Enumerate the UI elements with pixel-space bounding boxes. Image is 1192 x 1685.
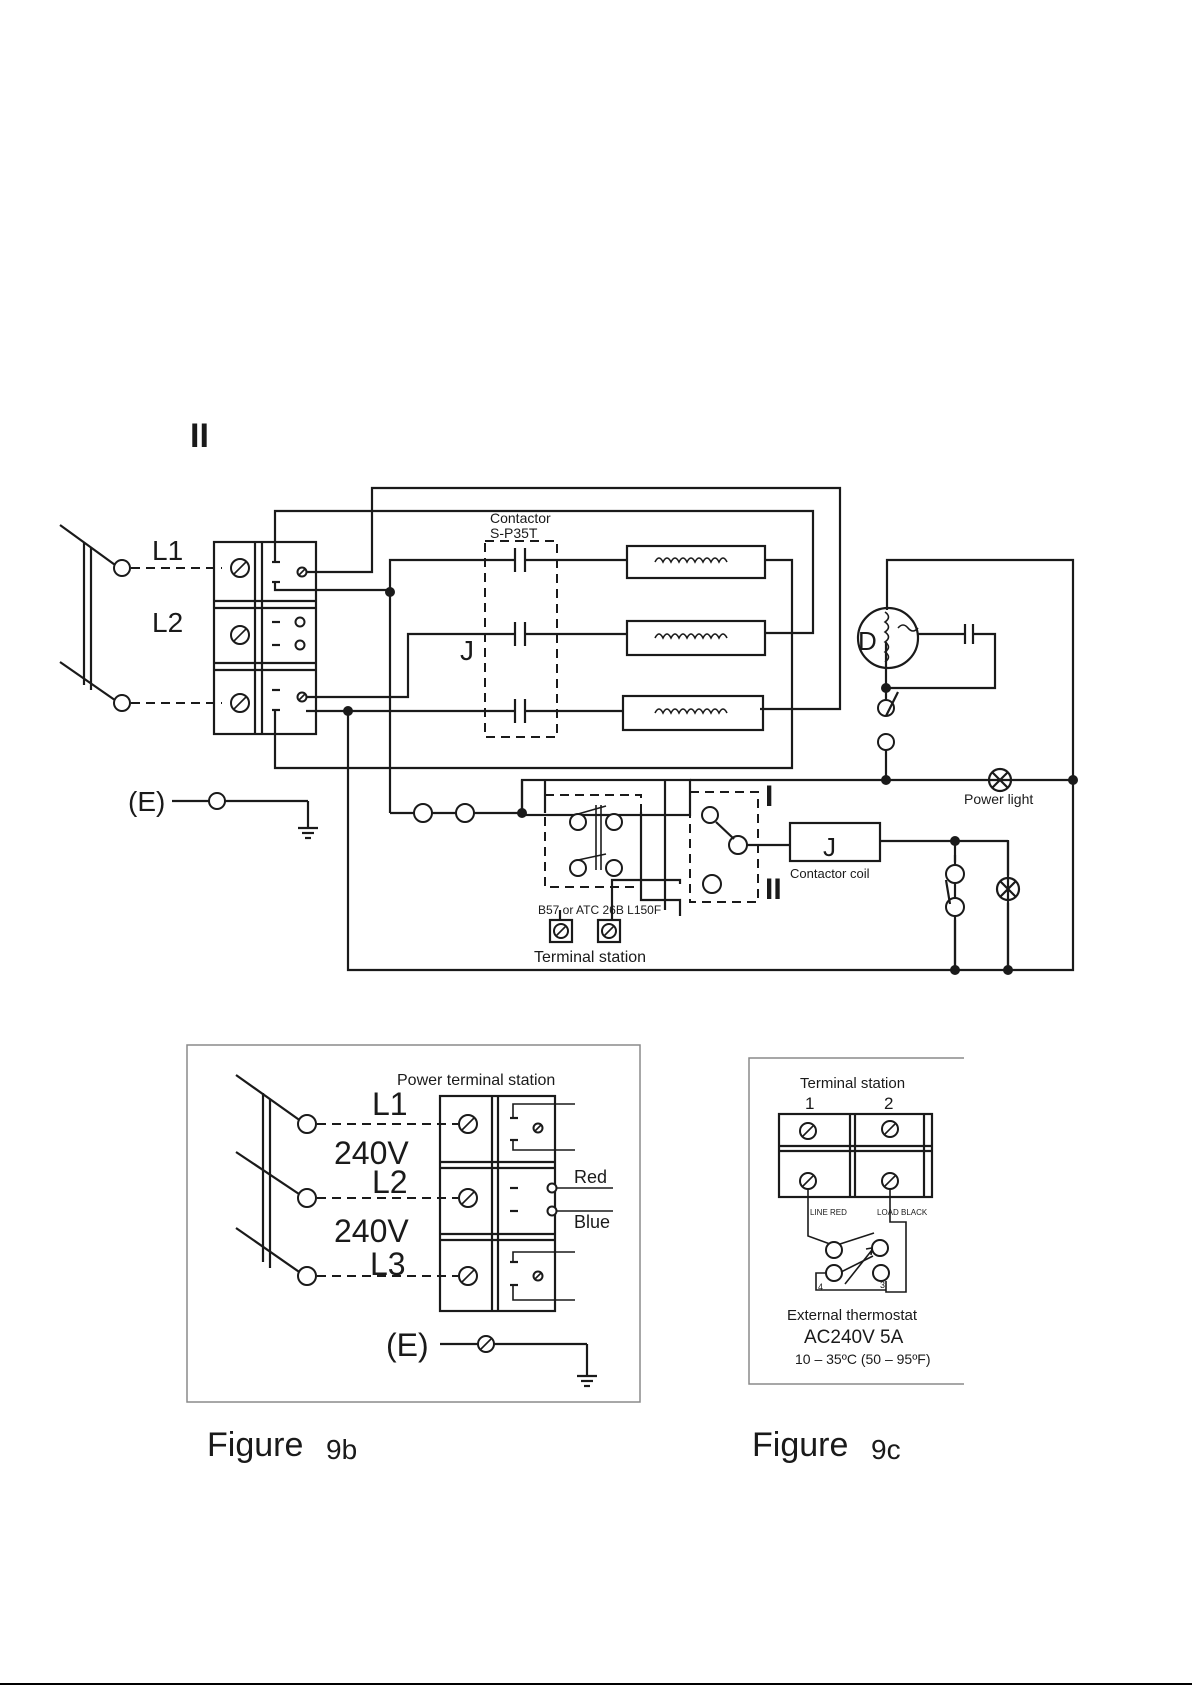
selector-switch bbox=[690, 792, 758, 902]
motor bbox=[858, 608, 995, 688]
contactor-s-p35t bbox=[485, 541, 557, 737]
fig9c-title: Terminal station bbox=[800, 1075, 905, 1092]
fig9b-terminal-block bbox=[440, 1096, 613, 1311]
fig9b-blue-wire: Blue bbox=[574, 1212, 610, 1232]
figure-9c: Terminal station 1 2 bbox=[749, 1058, 964, 1384]
fig9c-temperature-range: 10 – 35ºC (50 – 95ºF) bbox=[795, 1351, 931, 1367]
thermostat-models: B57 or ATC 26B L150F bbox=[538, 903, 661, 917]
fig9c-caption-number: 9c bbox=[871, 1434, 901, 1465]
fig9c-contact-3: 3 bbox=[880, 1280, 885, 1290]
terminal-station-label: Terminal station bbox=[534, 949, 646, 966]
contactor-label: Contactor bbox=[490, 510, 551, 526]
supply-switch bbox=[60, 525, 222, 711]
label-l1: L1 bbox=[152, 535, 183, 566]
section-mark: II bbox=[190, 417, 209, 455]
fig9b-l3: L3 bbox=[370, 1246, 406, 1282]
terminal-station-terminals bbox=[550, 920, 620, 942]
fig9b-l1: L1 bbox=[372, 1086, 408, 1122]
motor-symbol: D bbox=[858, 626, 877, 656]
fig9c-terminal-number-2: 2 bbox=[884, 1094, 893, 1113]
earth-label: (E) bbox=[128, 786, 165, 817]
fig9c-caption-word: Figure bbox=[752, 1426, 848, 1464]
main-wiring-diagram: L1 L2 bbox=[60, 488, 1078, 975]
fig9c-terminal-number-1: 1 bbox=[805, 1094, 814, 1113]
fig9c-contact-4: 4 bbox=[818, 1282, 823, 1292]
fig9c-line-label: LINE RED bbox=[810, 1208, 847, 1217]
fig9b-caption-word: Figure bbox=[207, 1426, 303, 1464]
motor-switch-bottom bbox=[878, 734, 894, 750]
fig9c-thermostat-contacts bbox=[808, 1189, 906, 1292]
fig9b-earth bbox=[440, 1336, 597, 1386]
fig9b-earth-label: (E) bbox=[386, 1327, 429, 1363]
control-terminal-1 bbox=[414, 804, 432, 822]
fig9b-title: Power terminal station bbox=[397, 1072, 555, 1089]
fig9b-voltage-2: 240V bbox=[334, 1213, 409, 1249]
control-terminal-2 bbox=[456, 804, 474, 822]
contactor-coil-label: Contactor coil bbox=[790, 866, 870, 881]
fig9b-red-wire: Red bbox=[574, 1167, 607, 1187]
earth-connection bbox=[172, 793, 318, 838]
fig9c-load-label: LOAD BLACK bbox=[877, 1208, 928, 1217]
fig9c-terminal-block bbox=[779, 1114, 932, 1197]
figure-9b: Power terminal station L1 240V L2 240V L… bbox=[187, 1045, 640, 1402]
label-l2: L2 bbox=[152, 607, 183, 638]
contactor-model: S-P35T bbox=[490, 525, 538, 541]
power-terminal-block bbox=[214, 542, 316, 734]
relay-label-j: J bbox=[460, 635, 474, 666]
indicator-switch-top bbox=[946, 865, 964, 883]
switch-position-1: I bbox=[765, 780, 773, 813]
fig9b-caption-number: 9b bbox=[326, 1434, 357, 1465]
contactor-coil-symbol: J bbox=[823, 832, 836, 862]
power-light-label: Power light bbox=[964, 791, 1033, 807]
fig9c-rating: AC240V 5A bbox=[804, 1327, 904, 1348]
fig9b-l2: L2 bbox=[372, 1164, 408, 1200]
switch-position-2: II bbox=[765, 873, 782, 906]
fig9c-device-label: External thermostat bbox=[787, 1307, 918, 1324]
heater-elements bbox=[623, 546, 765, 730]
